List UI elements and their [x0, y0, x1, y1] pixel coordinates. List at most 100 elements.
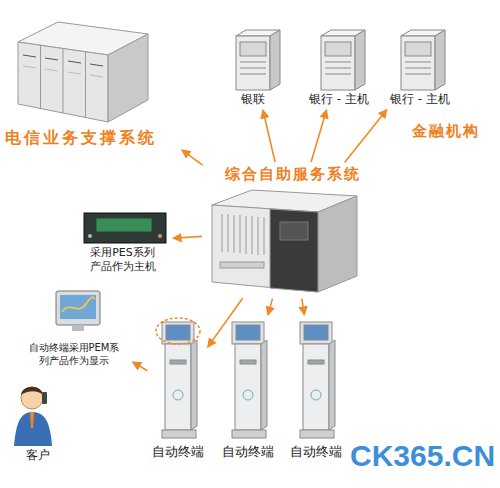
node-label: 银行 - 主机: [383, 92, 457, 107]
kiosk-illustration: [162, 322, 197, 438]
display-box: 自动终端采用PEM系列产品作为显示: [18, 288, 130, 367]
kiosk-illustration-part: [243, 390, 253, 400]
cabinet-illustration-part: [405, 62, 431, 63]
server-rack-illustration-part: [90, 64, 103, 66]
server-rack-illustration-part: [45, 58, 58, 60]
pes-host-illustration-part: [158, 234, 162, 238]
cabinet-illustration-part: [240, 68, 266, 69]
host-system-box: 综合自助服务系统: [205, 165, 377, 296]
kiosk-illustration-part: [162, 430, 196, 438]
customer-figure-part: [21, 387, 43, 409]
customer-figure-part: [42, 392, 47, 404]
self-service-host-illustration-part: [228, 214, 229, 252]
arrow-connector: [133, 362, 148, 371]
system-label-box: 电信业务支撑系统: [5, 22, 183, 148]
pes-host-illustration-part: [96, 218, 152, 232]
server-rack-illustration-part: [108, 34, 148, 122]
kiosk-illustration-part: [166, 325, 190, 340]
arrow-connector: [302, 299, 305, 315]
kiosk-box: 自动终端: [288, 318, 344, 460]
node-label: 综合自助服务系统: [225, 165, 377, 184]
pes-host-illustration-part: [84, 213, 166, 243]
cabinet-illustration-part: [405, 68, 431, 69]
cabinet-illustration-part: [240, 42, 266, 56]
kiosk-illustration-part: [308, 360, 324, 364]
cabinet-illustration-part: [325, 42, 351, 56]
server-rack-illustration-part: [18, 42, 108, 122]
customer-figure: [14, 387, 52, 446]
kiosk-illustration-part: [311, 390, 321, 400]
kiosk-illustration-part: [329, 340, 335, 430]
self-service-host-illustration-part: [212, 205, 318, 292]
kiosk-illustration-part: [240, 360, 256, 364]
node-label: 自动终端采用PEM系列产品作为显示: [24, 342, 124, 367]
highlight-ellipse: [156, 318, 200, 344]
cabinet-illustration-part: [355, 30, 365, 90]
arrow-connector: [263, 110, 275, 162]
node-label: 电信业务支撑系统: [5, 128, 183, 148]
node-label: 自动终端: [150, 444, 206, 460]
kiosk-box: 自动终端: [150, 318, 206, 460]
self-service-host-illustration-part: [252, 216, 253, 254]
arrow-connector: [173, 236, 202, 238]
self-service-host-illustration-part: [222, 214, 223, 252]
kiosk-illustration-part: [304, 325, 328, 340]
server-rack-illustration-part: [23, 66, 36, 68]
arrow-connector: [268, 299, 273, 316]
customer-figure-part: [30, 412, 34, 428]
cabinet-box: 银行 - 主机: [383, 28, 457, 107]
server-rack-illustration-part: [68, 72, 81, 74]
kiosk-illustration-part: [173, 390, 183, 400]
cabinet-illustration-part: [321, 36, 355, 90]
watermark: CK365.CN: [350, 438, 495, 474]
self-service-host-illustration: [212, 190, 357, 292]
kiosk-illustration-part: [170, 360, 186, 364]
cabinet-illustration: [236, 30, 280, 90]
cabinet-illustration-part: [270, 30, 280, 90]
kiosk-illustration-part: [303, 344, 329, 430]
kiosk-illustration: [232, 322, 267, 438]
cabinet-box: 银联: [228, 28, 278, 107]
kiosk-illustration-part: [236, 325, 260, 340]
kiosk-illustration-part: [235, 344, 261, 430]
cabinet-illustration-part: [325, 62, 351, 63]
kiosk-illustration-part: [300, 322, 332, 344]
server-rack-illustration-part: [63, 49, 64, 114]
customer-figure-part: [14, 412, 52, 446]
pem-monitor-illustration-part: [62, 297, 95, 312]
cabinet-illustration: [321, 30, 365, 90]
pem-monitor-illustration-part: [56, 291, 100, 325]
self-service-host-illustration-part: [220, 262, 264, 268]
pes-host-illustration-part: [88, 234, 92, 238]
pem-monitor-illustration-part: [60, 295, 96, 319]
self-service-host-illustration-part: [318, 196, 357, 292]
kiosk-illustration-part: [162, 322, 194, 344]
self-service-host-illustration-part: [240, 215, 241, 253]
self-service-host-illustration-part: [280, 222, 308, 240]
customer-figure-part: [21, 387, 43, 395]
server-rack-illustration-part: [90, 75, 103, 77]
arrow-connector: [182, 150, 203, 165]
self-service-host-illustration-part: [234, 215, 235, 253]
device-box: 采用PES系列产品作为主机: [75, 210, 170, 274]
kiosk-box: 自动终端: [220, 318, 276, 460]
arrow-connector: [345, 109, 387, 162]
arrow-connector: [311, 110, 326, 162]
kiosk-illustration-part: [300, 430, 334, 438]
node-label: 自动终端: [288, 444, 344, 460]
pes-host-illustration: [84, 213, 166, 243]
kiosk-illustration: [300, 322, 335, 438]
cabinet-illustration-part: [240, 62, 266, 63]
node-label: 银行 - 主机: [303, 92, 375, 107]
self-service-host-illustration-part: [264, 217, 265, 255]
cabinet-illustration-part: [435, 30, 445, 90]
pem-monitor-illustration: [56, 291, 100, 331]
server-rack-illustration-part: [23, 55, 36, 57]
node-label: 银联: [228, 92, 278, 107]
cabinet-illustration-part: [236, 36, 270, 90]
kiosk-illustration-part: [165, 344, 191, 430]
arrow-connector: [208, 298, 243, 347]
cabinet-illustration: [401, 30, 445, 90]
